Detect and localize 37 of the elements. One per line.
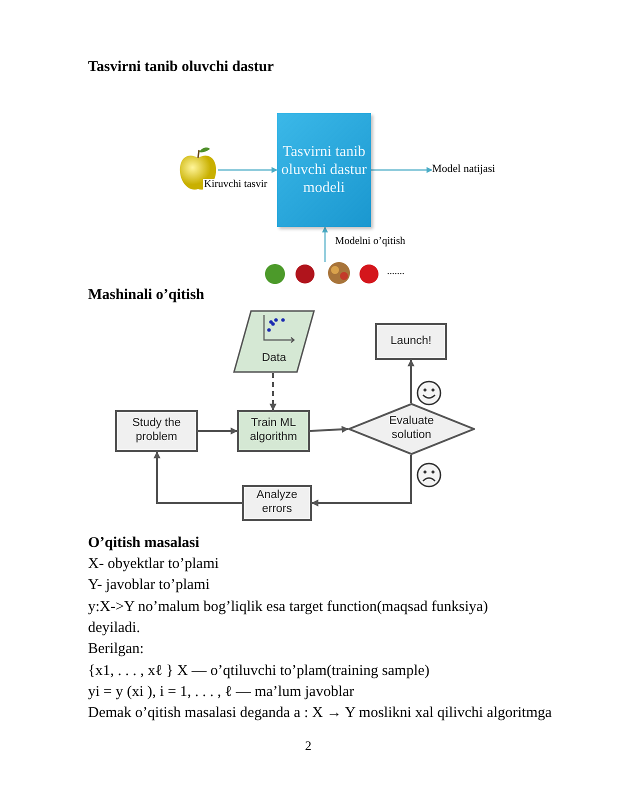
section-heading: Mashinali o’qitish [88, 287, 204, 304]
box-label: Study the problem [131, 417, 182, 445]
box-label: Analyze errors [256, 489, 298, 517]
body-text: y:X->Y no’malum bog’liqlik esa target function(maqsad funksiya) [88, 598, 488, 616]
edge-label: Kiruvchi tasvir [203, 179, 268, 190]
body-text: Y- javoblar to’plami [88, 577, 210, 594]
body-text: yi = y (xi ), i = 1, . . . , ℓ — ma’lum javoblar [88, 684, 354, 701]
box-label: Train ML algorithm [248, 417, 298, 445]
body-text: Berilgan: [88, 641, 144, 658]
arrow [270, 373, 276, 411]
box-label: Launch! [390, 334, 432, 348]
body-text: X- obyektlar to’plami [88, 556, 219, 573]
section-heading: Tasvirni tanib oluvchi dastur [88, 59, 274, 76]
output-label: Model natijasi [432, 163, 516, 178]
arrow [408, 359, 414, 403]
arrow [198, 428, 238, 434]
arrow [311, 455, 412, 506]
box-label: Tasvirni tanib oluvchi dastur modeli [281, 143, 367, 197]
body-text: deyiladi. [88, 620, 140, 637]
page-number: 2 [305, 738, 312, 754]
body-text: {x1, . . . , xℓ } X — o’qtiluvchi to’plam(training sample) [88, 662, 430, 680]
ellipsis-text: ....... [387, 266, 404, 277]
process-box [375, 323, 447, 360]
arrow [371, 167, 433, 173]
edge-label: Modelni o’qitish [334, 236, 406, 247]
body-text: Demak o’qitish masalasi deganda a : X → Y moslikni xal qilivchi algoritmga [88, 705, 552, 722]
arrow [154, 451, 242, 504]
process-box [242, 485, 312, 521]
arrow [310, 426, 349, 433]
box-label: Evaluate solution [388, 415, 435, 443]
process-box [237, 410, 310, 452]
box-label: Data [262, 352, 286, 364]
arrow [322, 226, 328, 262]
section-heading: O’qitish masalasi [88, 535, 200, 552]
process-box [277, 113, 371, 227]
process-box [115, 410, 198, 452]
arrow [218, 167, 278, 173]
